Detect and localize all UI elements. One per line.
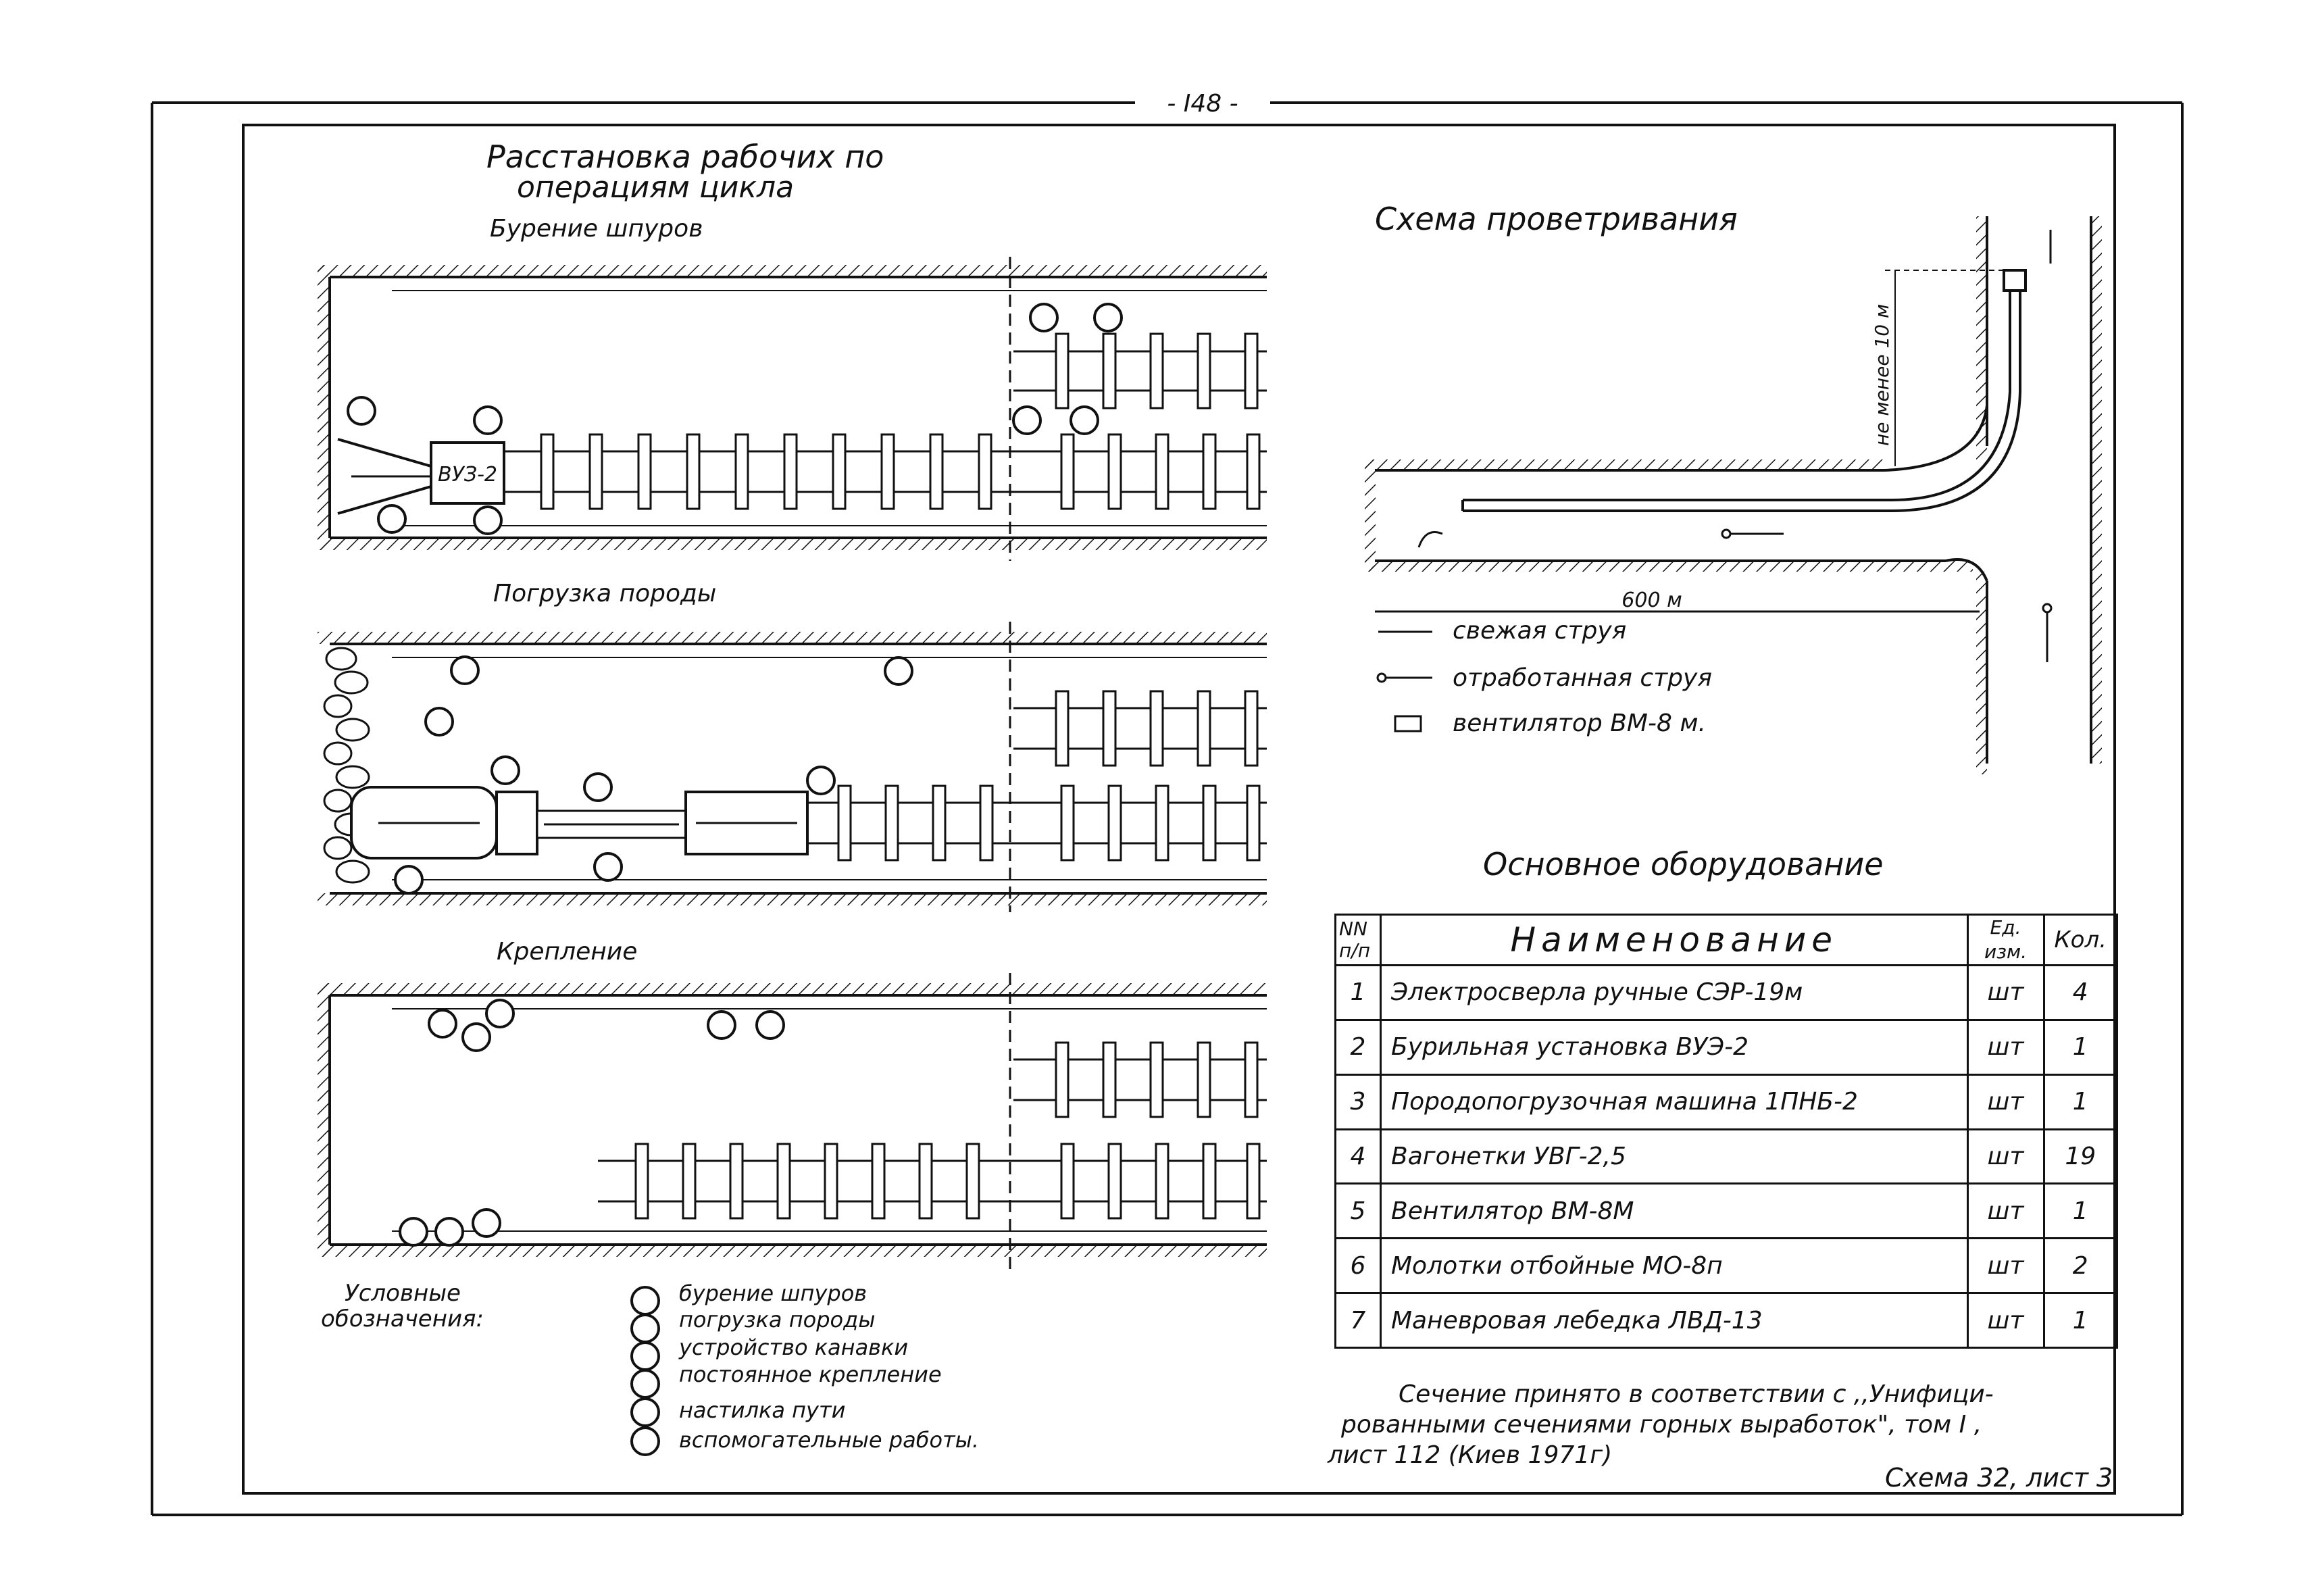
support-worker-icon [630, 1369, 660, 1399]
table-row: 3 Породопогрузочная машина 1ПНБ-2 шт 1 [1334, 1073, 2119, 1130]
legend-symbols [630, 1286, 660, 1456]
table-row: 7 Маневровая лебедка ЛВД-13 шт 1 [1334, 1292, 2119, 1349]
drilling-worker-icon [630, 1286, 660, 1316]
distance-label: не менее 10 м [1871, 304, 1893, 446]
header-name: Наименование [1380, 914, 1969, 966]
legend-labels: бурение шпуров погрузка породы устройств… [678, 1280, 979, 1453]
table-row: 6 Молотки отбойные МО-8п шт 2 [1334, 1237, 2119, 1295]
svg-text:погрузка породы: погрузка породы [679, 1307, 875, 1332]
panel-drilling-label: Бурение шпуров [490, 215, 703, 243]
panel-loading [318, 622, 1267, 912]
panel-support-label: Крепление [497, 938, 637, 966]
panel-loading-label: Погрузка породы [493, 580, 716, 607]
header-unit: Ед. изм. [1966, 914, 2045, 966]
fan-box [2003, 269, 2027, 292]
drill-rig-vuz2 [430, 441, 505, 505]
svg-text:вспомогательные работы.: вспомогательные работы. [679, 1427, 979, 1453]
outer-frame [151, 101, 2184, 1516]
table-row: 5 Вентилятор ВМ-8М шт 1 [1334, 1182, 2119, 1240]
table-row: 2 Бурильная установка ВУЭ-2 шт 1 [1334, 1018, 2119, 1076]
svg-text:постоянное крепление: постоянное крепление [679, 1362, 942, 1387]
drill-rig-label: ВУЗ-2 [438, 463, 497, 487]
ventilation-title: Схема проветривания [1375, 201, 1738, 237]
table-header-row: NN п/п Наименование Ед. изм. Кол. [1334, 914, 2119, 966]
note-line3: лист 112 (Киев 1971г) [1327, 1441, 1612, 1469]
fan-box-icon [1394, 715, 1422, 732]
fresh-air-label: свежая струя [1453, 617, 1626, 645]
table-row: 4 Вагонетки УВГ-2,5 шт 19 [1334, 1128, 2119, 1185]
loading-machine [350, 786, 809, 859]
loading-worker-icon [630, 1314, 660, 1343]
svg-text:бурение шпуров: бурение шпуров [679, 1280, 867, 1306]
note-line1: Сечение принято в соответствии с ,,Унифи… [1399, 1380, 1994, 1408]
length-label: 600 м [1621, 589, 1682, 612]
exhaust-air-line-icon [1376, 672, 1432, 683]
left-title-line2: операциям цикла [517, 170, 794, 205]
auxiliary-worker-icon [630, 1426, 660, 1456]
ditch-worker-icon [630, 1341, 660, 1371]
track-worker-icon [630, 1397, 660, 1427]
header-num: NN п/п [1334, 914, 1382, 966]
table-row: 1 Электросверла ручные СЭР-19м шт 4 [1334, 964, 2119, 1021]
header-qty: Кол. [2042, 914, 2119, 966]
sheet-label: Схема 32, лист 3 [1885, 1463, 2113, 1493]
page-number: - I48 - [1167, 90, 1238, 118]
equipment-title: Основное оборудование [1483, 846, 1884, 882]
left-title-line1: Расстановка рабочих по [486, 139, 884, 175]
equipment-table: NN п/п Наименование Ед. изм. Кол. 1 Элек… [1334, 914, 2119, 1349]
legend-title-line2: обозначения: [321, 1305, 484, 1332]
legend-title-line1: Условные [345, 1280, 461, 1307]
fan-label: вентилятор ВМ-8 м. [1453, 709, 1706, 737]
panel-support [318, 973, 1267, 1270]
ventilation-scheme [1365, 216, 2102, 774]
worker-markers-support [399, 999, 785, 1247]
panel-drilling [318, 257, 1267, 561]
svg-text:устройство канавки: устройство канавки [678, 1335, 908, 1360]
ventilation-legend-icons [1376, 630, 1432, 732]
svg-text:настилка пути: настилка пути [679, 1397, 845, 1423]
exhaust-air-label: отработанная струя [1453, 664, 1712, 692]
note-line2: рованными сечениями горных выработок", т… [1340, 1411, 1982, 1439]
